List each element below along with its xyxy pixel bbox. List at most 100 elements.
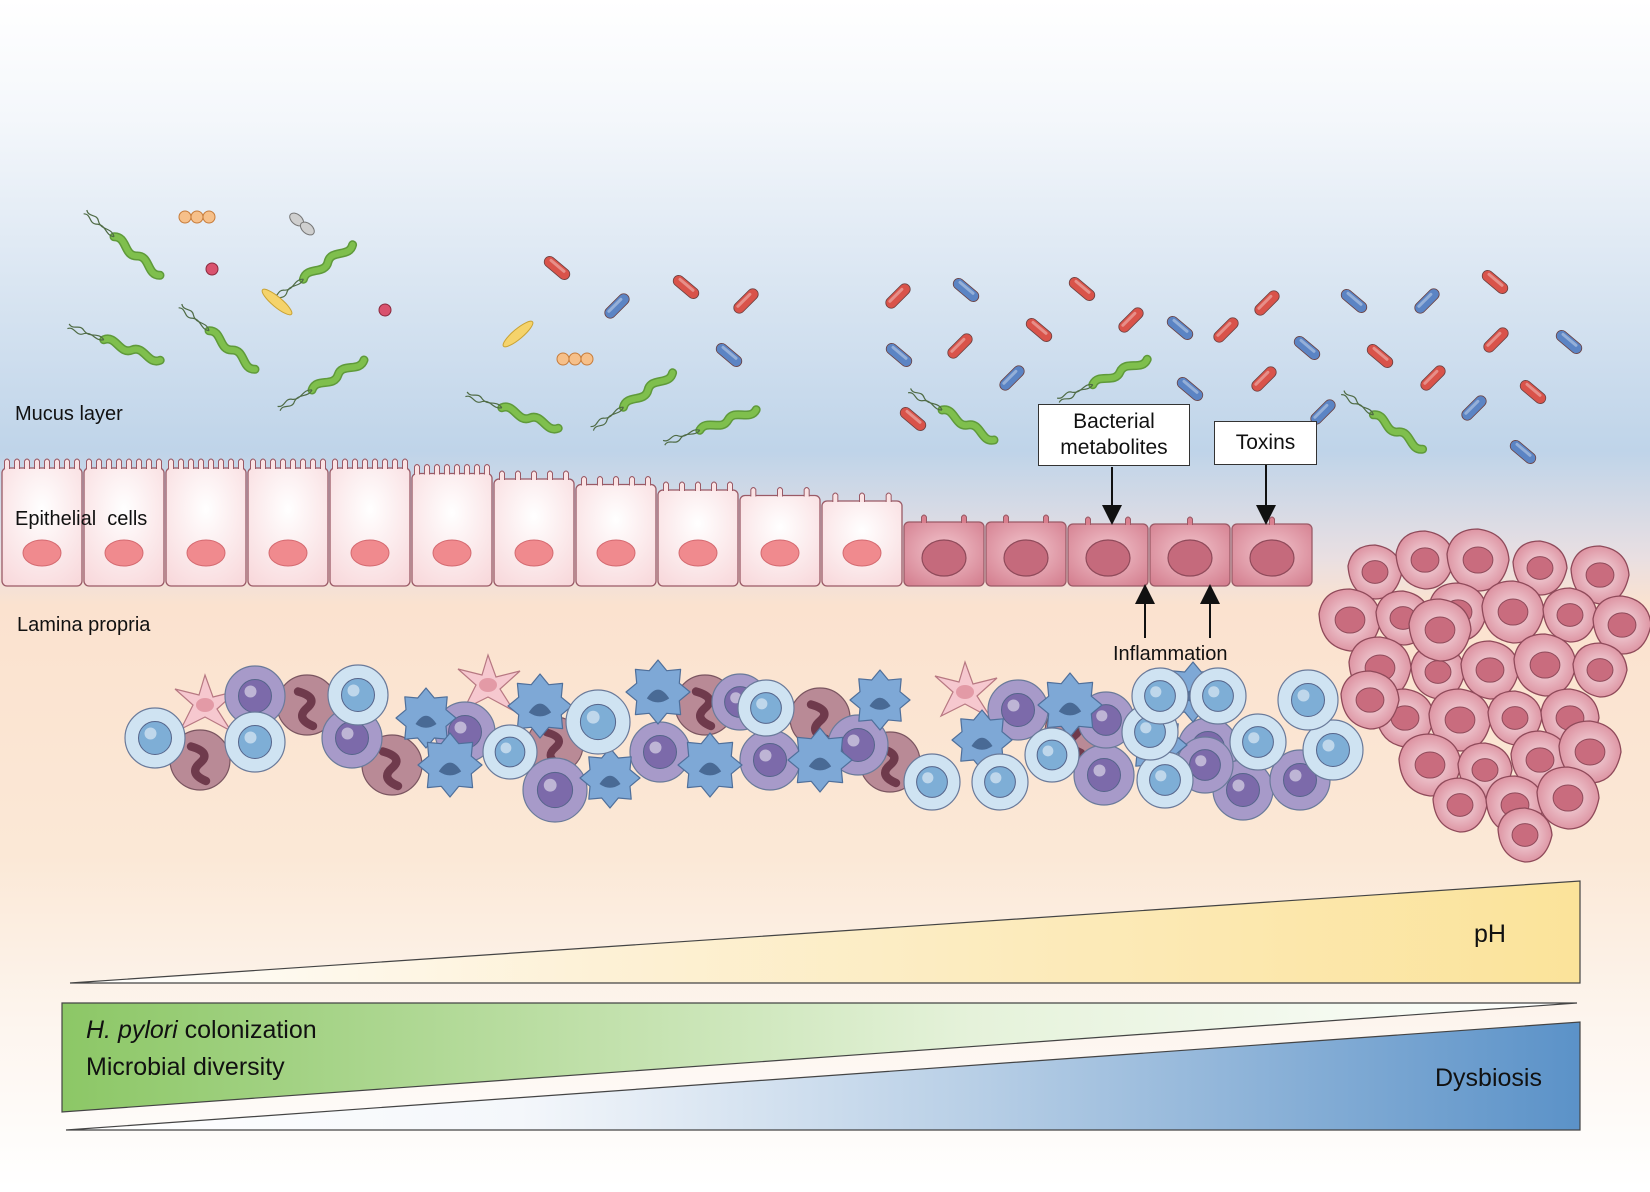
lymphocyte [1136,751,1194,809]
dysbiosis-wedge [65,1021,1581,1131]
red-bacterium [733,288,759,314]
tumor-cell [1536,766,1600,830]
lymphocyte [629,721,691,783]
hpylori-species-name: H. pylori [86,1016,178,1044]
inflamed-epithelial-cell [1231,516,1313,587]
toxins-box: Toxins [1214,421,1317,465]
oval-bacterium [502,320,534,348]
red-bacterium [1254,290,1280,316]
dendritic-cell [457,653,521,713]
epithelial-cell [247,458,329,587]
epithelial-cell [1,458,83,587]
coccus [378,303,392,317]
lymphocyte [1131,667,1189,725]
red-bacterium [543,255,571,281]
lamina-propria-label: Lamina propria [17,614,151,636]
h-pylori-bacterium [1056,354,1152,403]
coccus [205,262,219,276]
red-bacterium [1366,343,1394,369]
bacterial-metabolites-box: Bacterial metabolites [1038,404,1190,466]
tumor-cell [1408,598,1472,662]
red-bacterium [899,406,927,432]
tumor-cell-mass [1318,528,1650,863]
macrophage [395,687,457,749]
tumor-cell [1340,670,1400,730]
lymphocyte [1229,713,1287,771]
inflamed-epithelial-cell [1149,516,1231,587]
red-bacterium [1420,365,1446,391]
blue-bacterium [1509,439,1537,465]
tumor-cell [1572,642,1628,698]
dendritic-cell [934,660,998,720]
lymphocyte [737,679,795,737]
tumor-cell [1497,807,1553,863]
macrophage [507,673,573,739]
red-bacterium [1519,379,1547,405]
lymphocyte [1024,727,1080,783]
red-bacterium [1481,269,1509,295]
red-bacterium [672,274,700,300]
blue-bacterium [1176,376,1204,402]
inflamed-epithelial-cell [903,514,985,587]
h-pylori-bacterium [908,388,999,445]
epithelial-cell [165,458,247,587]
tumor-cell [1446,528,1510,592]
lymphocyte [1189,667,1247,725]
lymphocyte [224,665,286,727]
tumor-cell [1432,777,1488,833]
h-pylori-bacterium [178,303,260,374]
h-pylori-bacterium [662,405,761,446]
red-bacterium [1118,307,1144,333]
blue-bacterium [1461,395,1487,421]
red-bacterium [947,333,973,359]
lymphocyte [903,753,961,811]
red-bacterium [1068,276,1096,302]
blue-bacterium [952,277,980,303]
macrophage [417,732,483,798]
tumor-cell [1481,580,1545,644]
h-pylori-bacterium [277,355,369,412]
blue-bacterium [1166,315,1194,341]
tumor-cell [1592,595,1650,655]
lymphocyte [1077,691,1135,749]
mucus-layer-label: Mucus layer [15,403,123,425]
tumor-cell [1487,690,1543,746]
h-pylori-bacterium [67,323,165,366]
h-pylori-bacterium [465,391,563,434]
lymphocyte [522,757,588,823]
lymphocyte [739,729,801,791]
blue-bacterium [999,365,1025,391]
epithelial-cell [329,458,411,587]
cocci-chain [178,210,216,224]
lymphocyte [1302,719,1364,781]
h-pylori-bacterium [590,368,678,431]
lymphocyte [327,664,389,726]
macrophage [625,659,691,725]
lymphocyte [224,711,286,773]
macrophage [849,669,911,731]
epithelial-cell [575,476,657,587]
tumor-cell [1318,588,1382,652]
tumor-cell [1570,545,1630,605]
inflamed-epithelial-cell [985,514,1067,587]
tumor-cell [1558,720,1622,784]
macrophage [677,732,743,798]
blue-bacterium [1340,288,1368,314]
epithelial-cell [411,464,493,587]
inflammation-label: Inflammation [1113,643,1228,665]
blue-bacterium [1414,288,1440,314]
h-pylori-bacterium [1341,390,1428,454]
inflamed-epithelial-cell [1067,516,1149,587]
epithelial-cell [83,458,165,587]
lymphocyte [1073,744,1135,806]
epithelial-cell [739,487,821,587]
blue-bacterium [885,342,913,368]
mucus-bacteria [67,209,1583,465]
metabolites-line2: metabolites [1060,436,1168,459]
immune-cell-cluster [124,653,1364,823]
ph-label: pH [1474,920,1506,948]
red-bacterium [1483,327,1509,353]
hpylori-wedge [61,1002,1578,1113]
